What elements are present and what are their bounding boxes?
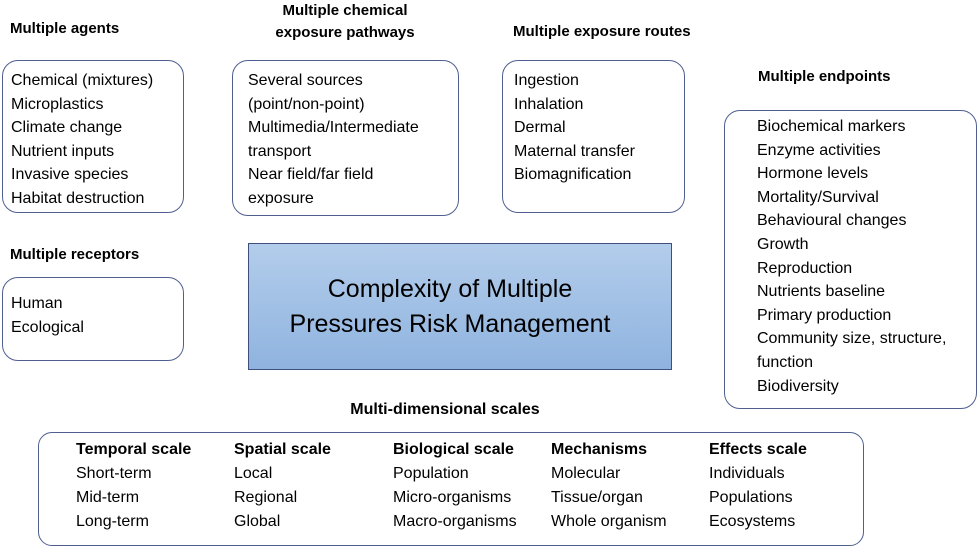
endpoints-item: Biochemical markers <box>757 118 906 135</box>
pathways-item: Several sources <box>248 72 363 89</box>
scale-item: Molecular <box>551 465 621 482</box>
endpoints-item: Primary production <box>757 306 892 324</box>
scale-column-header: Mechanisms <box>551 441 648 458</box>
scale-column-header: Temporal scale <box>76 441 192 458</box>
scale-item: Micro-organisms <box>393 489 512 506</box>
pathways-title-line: exposure pathways <box>275 24 415 41</box>
routes-item: Ingestion <box>514 72 579 89</box>
endpoints-title: Multiple endpoints <box>758 68 891 85</box>
receptors-item: Human <box>11 295 63 312</box>
pathways-box: Several sources (point/non-point) Multimed… <box>232 60 459 216</box>
endpoints-item: Behavioural changes <box>757 212 907 230</box>
agents-item: Invasive species <box>11 166 129 184</box>
agents-item: Habitat destruction <box>11 189 145 207</box>
pathways-item: exposure <box>248 189 314 207</box>
scale-item: Local <box>234 465 273 482</box>
endpoints-item: Growth <box>757 235 809 253</box>
pathways-title-line: Multiple chemical <box>282 2 408 19</box>
routes-item: Inhalation <box>514 95 584 113</box>
scale-column-header: Effects scale <box>709 441 807 458</box>
routes-item: Dermal <box>514 119 566 137</box>
scale-item: Individuals <box>709 465 785 482</box>
endpoints-item: Biodiversity <box>757 377 839 395</box>
endpoints-item: Enzyme activities <box>757 141 881 159</box>
scale-item: Regional <box>234 489 298 506</box>
scale-item: Populations <box>709 489 793 506</box>
receptors-item: Ecological <box>11 318 84 336</box>
pathways-item: (point/non-point) <box>248 95 365 113</box>
receptors-title: Multiple receptors <box>10 246 140 263</box>
scale-item: Ecosystems <box>709 513 796 530</box>
scale-column-header: Spatial scale <box>234 441 331 458</box>
scale-item: Population <box>393 465 469 482</box>
routes-item: Maternal transfer <box>514 142 635 160</box>
endpoints-item: Reproduction <box>757 259 853 277</box>
routes-item: Biomagnification <box>514 166 632 184</box>
scale-item: Long-term <box>76 513 149 530</box>
agents-title: Multiple agents <box>10 20 120 37</box>
agents-item: Climate change <box>11 119 123 137</box>
central-concept-line: Complexity of Multiple <box>327 275 573 303</box>
scale-item: Short-term <box>76 465 152 482</box>
central-concept-line: Pressures Risk Management <box>289 310 611 338</box>
scale-column-header: Biological scale <box>393 441 514 458</box>
endpoints-item: function <box>757 353 814 371</box>
pathways-item: Multimedia/Intermediate <box>248 119 419 137</box>
scale-item: Mid-term <box>76 489 140 506</box>
scale-item: Global <box>234 513 281 530</box>
pathways-title: Multiple chemical exposure pathways <box>245 0 445 44</box>
agents-item: Chemical (mixtures) <box>11 72 154 89</box>
scale-item: Macro-organisms <box>393 513 517 530</box>
pathways-item: Near field/far field <box>248 166 374 184</box>
scales-title: Multi-dimensional scales <box>350 401 540 418</box>
central-concept-box: Complexity of Multiple Pressures Risk Ma… <box>248 243 672 370</box>
scale-item: Whole organism <box>551 513 667 530</box>
endpoints-item: Nutrients baseline <box>757 283 886 301</box>
routes-title: Multiple exposure routes <box>513 23 691 40</box>
scales-box <box>38 432 864 546</box>
agents-item: Nutrient inputs <box>11 142 115 160</box>
pathways-item: transport <box>248 142 312 160</box>
endpoints-item: Community size, structure, <box>757 330 947 348</box>
endpoints-item: Hormone levels <box>757 165 869 183</box>
scale-item: Tissue/organ <box>551 489 643 506</box>
agents-item: Microplastics <box>11 95 104 113</box>
endpoints-item: Mortality/Survival <box>757 188 879 206</box>
